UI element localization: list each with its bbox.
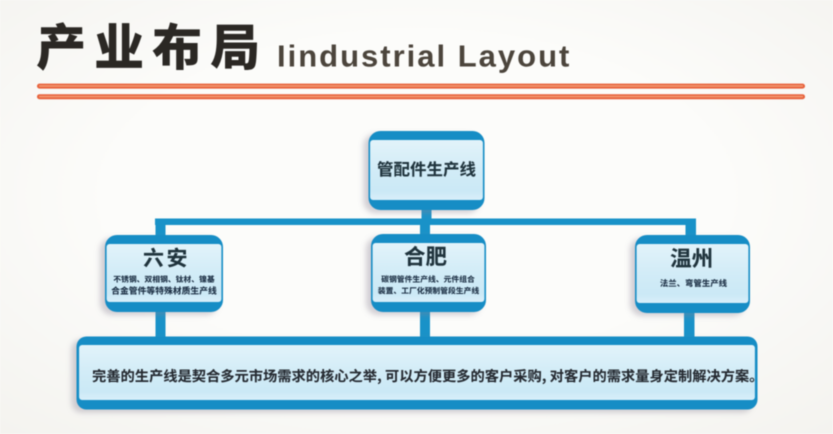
svg-text:Iindustrial Layout: Iindustrial Layout bbox=[277, 39, 571, 74]
